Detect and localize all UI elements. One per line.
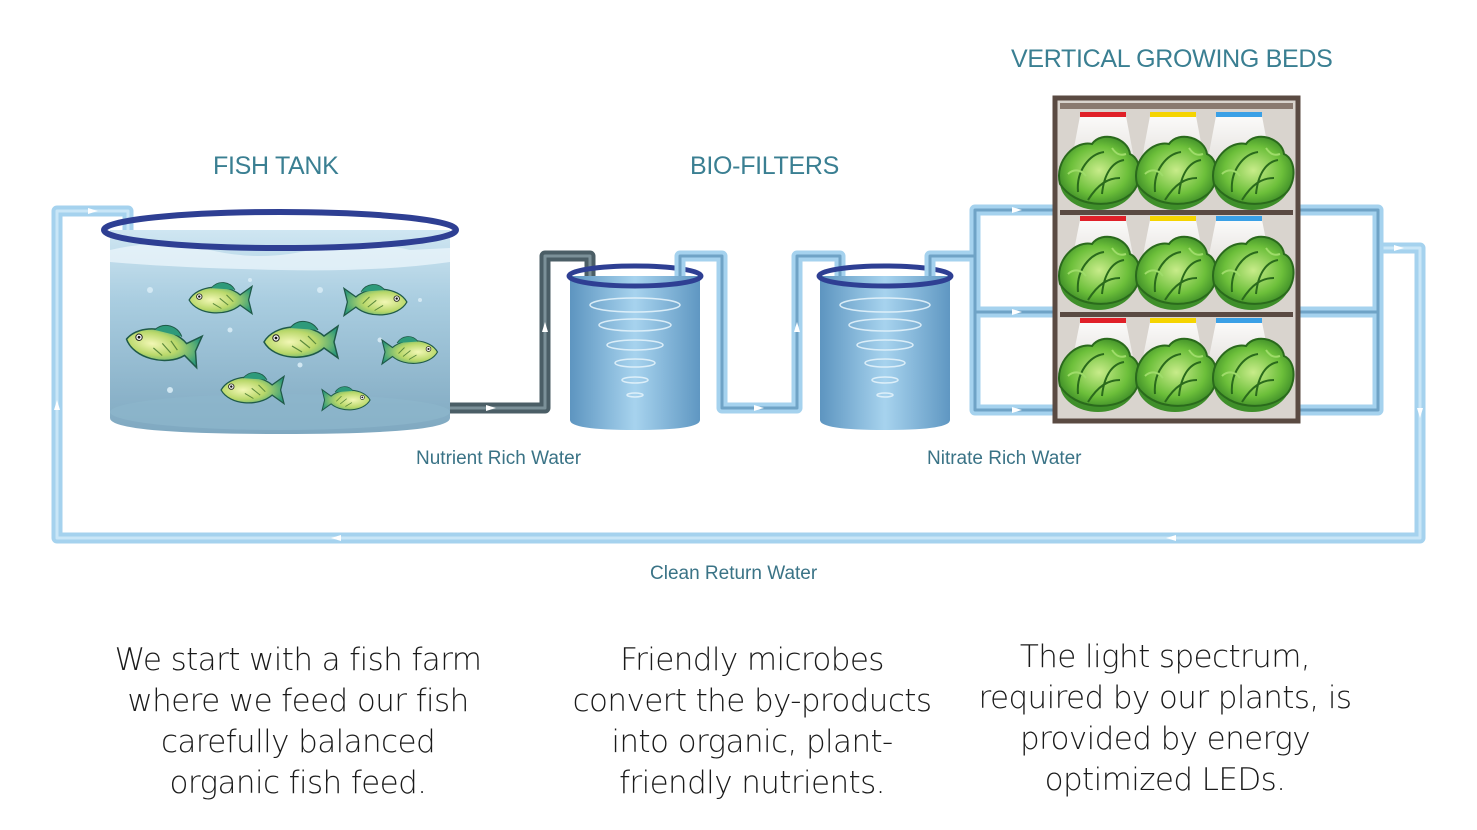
fish-tank bbox=[101, 209, 459, 434]
fish-caption: We start with a fish farm where we feed … bbox=[114, 642, 482, 801]
fish-tank-title: FISH TANK bbox=[213, 152, 339, 180]
nitrate-flow-label: Nitrate Rich Water bbox=[927, 448, 1082, 469]
bio-filters-title: BIO-FILTERS bbox=[690, 152, 840, 180]
nitrate-pipe bbox=[924, 204, 1384, 416]
growing-beds-title: VERTICAL GROWING BEDS bbox=[1011, 45, 1333, 73]
nutrient-pipe bbox=[450, 250, 596, 414]
bio-filter bbox=[566, 263, 704, 430]
filters-caption: Friendly microbes convert the by-product… bbox=[572, 642, 932, 801]
filter-link-pipe bbox=[674, 250, 846, 414]
leds-caption: The light spectrum, required by our plan… bbox=[978, 639, 1353, 798]
return-pipe bbox=[51, 205, 1426, 544]
aquaponics-diagram bbox=[51, 95, 1426, 544]
bio-filter bbox=[816, 263, 954, 430]
return-flow-label: Clean Return Water bbox=[650, 563, 818, 584]
nutrient-flow-label: Nutrient Rich Water bbox=[416, 448, 582, 469]
vertical-growing-beds bbox=[1052, 95, 1301, 424]
